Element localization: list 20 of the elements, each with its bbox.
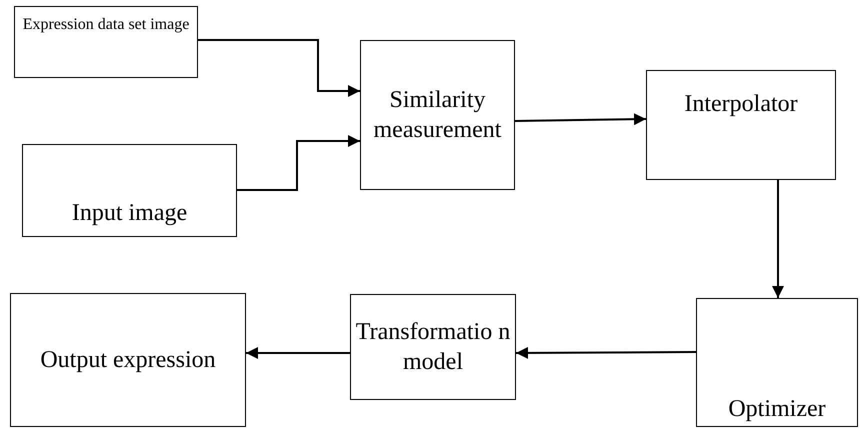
box-label: Output expression	[40, 346, 216, 375]
arrow	[246, 347, 350, 359]
process-box	[696, 298, 858, 427]
box-label: Optimizer	[728, 395, 826, 424]
arrow	[772, 180, 784, 298]
process-box	[10, 293, 246, 427]
arrow	[198, 39, 360, 97]
process-box	[360, 40, 515, 190]
arrow	[514, 113, 646, 126]
arrow	[237, 135, 360, 191]
box-label: Interpolator	[684, 90, 798, 119]
process-box	[350, 294, 516, 400]
box-label: Expression data set image	[22, 15, 190, 35]
box-label: Similarity measurement	[372, 86, 502, 145]
box-label: Transformatio n model	[355, 318, 511, 377]
arrow	[516, 346, 696, 359]
box-label: Input image	[72, 199, 188, 228]
process-box	[22, 144, 237, 237]
process-box	[646, 70, 836, 180]
process-box	[14, 6, 198, 78]
